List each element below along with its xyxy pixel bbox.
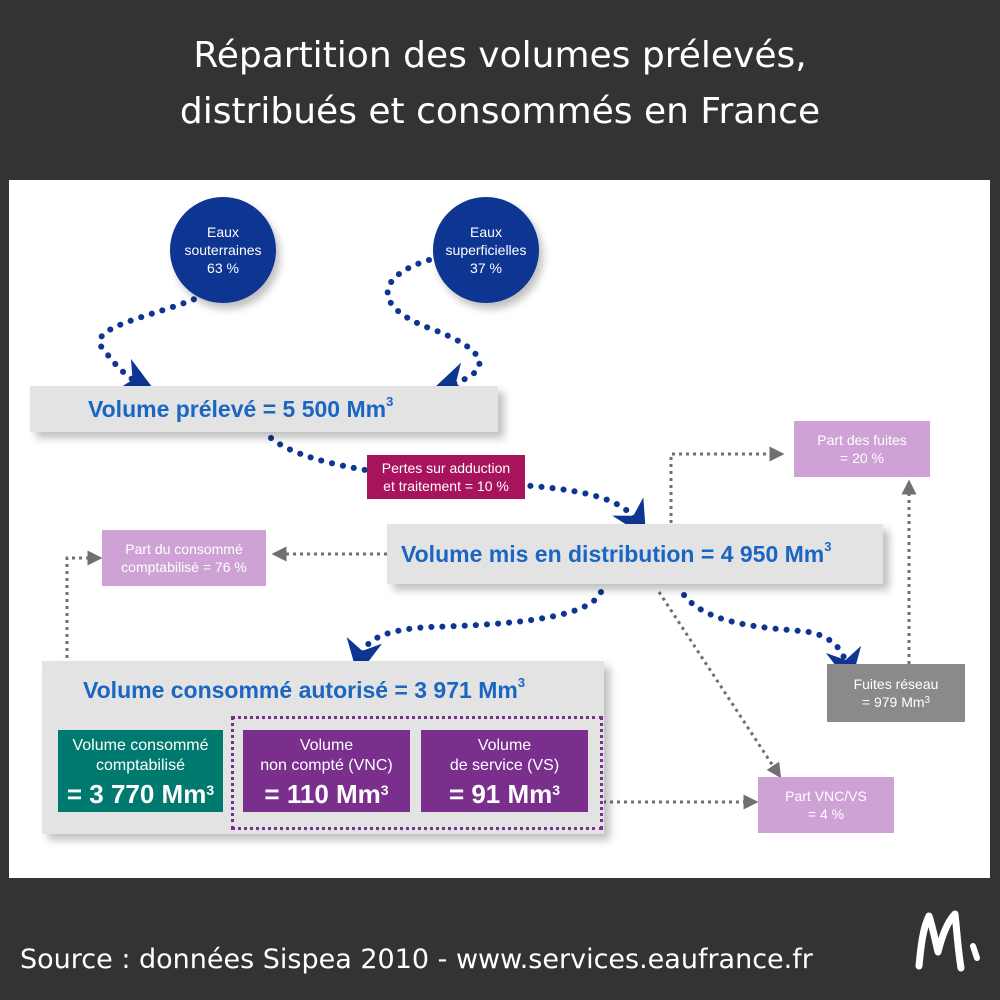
label-text: Volume consommé autorisé = 3 971 Mm <box>83 677 518 703</box>
box-vs: Volume de service (VS) = 91 Mm3 <box>421 730 588 812</box>
box-part-consomme: Part du consommé comptabilisé = 76 % <box>102 530 266 586</box>
consomme-comptabilise-value: = 3 770 Mm3 <box>58 778 223 810</box>
label-text: Volume mis en distribution = 4 950 Mm <box>401 541 825 567</box>
value-sup: 3 <box>206 782 215 798</box>
consomme-comptabilise-label: Volume consommé comptabilisé <box>58 730 223 776</box>
value-text: = 91 Mm <box>448 779 553 809</box>
vnc-label: Volume non compté (VNC) <box>243 730 410 776</box>
flow-souterraines-to-preleve <box>96 287 217 392</box>
source-caption: Source : données Sispea 2010 - www.servi… <box>20 944 813 975</box>
label-sup: 3 <box>517 675 526 690</box>
flow-superficielles-to-preleve <box>384 257 483 398</box>
link-distribution-to-part-vnc-vs <box>657 591 782 779</box>
box-pertes: Pertes sur adduction et traitement = 10 … <box>367 455 525 499</box>
source-circle-superficielles: Eaux superficielles 37 % <box>433 197 539 303</box>
diagram-panel: Eaux souterraines 63 % Eaux superficiell… <box>9 180 990 878</box>
value-sup: 3 <box>552 782 561 798</box>
link-distribution-to-part-fuites <box>669 446 785 523</box>
value-sup: 3 <box>924 695 931 706</box>
part-fuites-line: Part des fuites <box>817 432 907 448</box>
label-line: de service (VS) <box>449 757 560 774</box>
label-sup: 3 <box>824 539 832 554</box>
circle-value: 37 % <box>470 260 502 276</box>
circle-label: souterraines <box>184 242 262 258</box>
vs-value: = 91 Mm3 <box>421 778 588 810</box>
box-fuites-reseau: Fuites réseau = 979 Mm3 <box>827 664 965 722</box>
circle-label: Eaux <box>470 224 502 240</box>
box-part-vnc-vs: Part VNC/VS = 4 % <box>758 777 894 833</box>
circle-label: Eaux <box>207 224 239 240</box>
value-sup: 3 <box>380 782 389 798</box>
part-fuites-line: = 20 % <box>840 450 884 466</box>
flow-distribution-to-autorise <box>346 589 604 676</box>
box-volume-preleve: Volume prélevé = 5 500 Mm3 <box>30 386 498 432</box>
fuites-reseau-value: = 979 Mm3 <box>862 693 930 711</box>
label-text: Volume prélevé = 5 500 Mm <box>88 396 387 422</box>
part-vnc-vs-line: = 4 % <box>807 806 845 822</box>
vs-label: Volume de service (VS) <box>421 730 588 776</box>
box-consomme-comptabilise: Volume consommé comptabilisé = 3 770 Mm3 <box>58 730 223 812</box>
dotted-group-vnc-vs <box>231 716 603 830</box>
circle-value: 63 % <box>207 260 239 276</box>
m-signature-logo <box>915 910 980 972</box>
part-consomme-line: Part du consommé <box>125 541 243 557</box>
volume-distribution-label: Volume mis en distribution = 4 950 Mm3 <box>401 539 832 568</box>
title-line-2: distribués et consommés en France <box>179 91 821 132</box>
label-sup: 3 <box>386 394 394 409</box>
flow-distribution-to-fuites <box>681 592 862 685</box>
source-circle-souterraines: Eaux souterraines 63 % <box>170 197 276 303</box>
box-vnc: Volume non compté (VNC) = 110 Mm3 <box>243 730 410 812</box>
page-title: Répartition des volumes prélevés, distri… <box>0 28 1000 140</box>
circle-label: superficielles <box>445 242 527 258</box>
pertes-line: Pertes sur adduction <box>381 460 511 476</box>
fuites-reseau-line: Fuites réseau <box>853 676 939 692</box>
label-line: non compté (VNC) <box>260 757 393 774</box>
value-text: = 3 770 Mm <box>66 779 207 809</box>
part-vnc-vs-line: Part VNC/VS <box>785 788 867 804</box>
label-line: Volume <box>477 737 532 754</box>
label-line: Volume <box>299 737 354 754</box>
value-text: = 110 Mm <box>264 779 381 809</box>
label-line: comptabilisé <box>96 757 185 774</box>
label-line: Volume consommé <box>72 737 209 754</box>
part-consomme-line: comptabilisé = 76 % <box>121 559 247 575</box>
title-line-1: Répartition des volumes prélevés, <box>193 35 807 76</box>
pertes-line: et traitement = 10 % <box>383 478 509 494</box>
vnc-value: = 110 Mm3 <box>243 778 410 810</box>
volume-preleve-label: Volume prélevé = 5 500 Mm3 <box>88 394 394 423</box>
box-volume-distribution: Volume mis en distribution = 4 950 Mm3 <box>387 524 883 584</box>
box-part-fuites: Part des fuites = 20 % <box>794 421 930 477</box>
value-text: = 979 Mm <box>861 694 925 710</box>
volume-autorise-label: Volume consommé autorisé = 3 971 Mm3 <box>83 675 526 704</box>
